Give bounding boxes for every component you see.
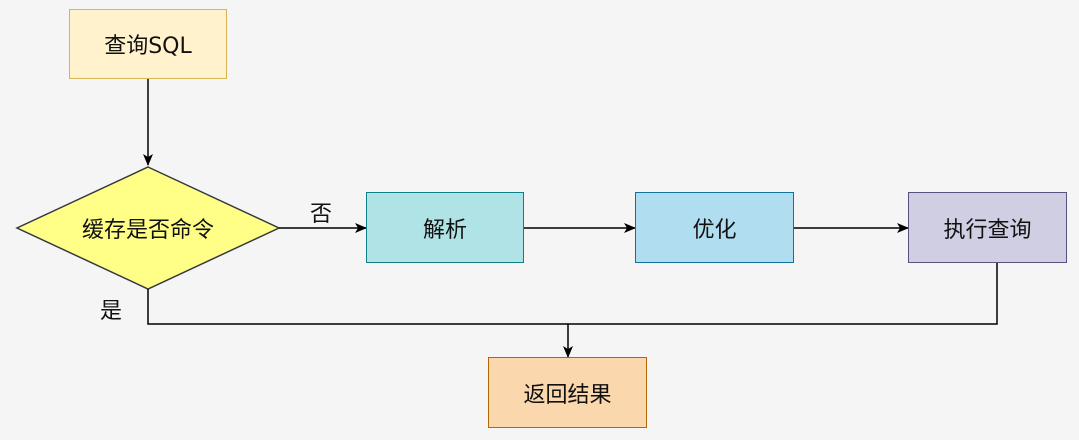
edge-label-no: 否 [310,202,333,227]
node-cache-check-label: 缓存是否命令 [81,218,214,243]
node-execute: 执行查询 [908,192,1067,263]
node-query-sql: 查询SQL [69,9,227,79]
node-optimize: 优化 [635,192,794,263]
edge-execute-to-result [563,263,998,358]
edge-cache-to-result [147,289,568,325]
node-return-result: 返回结果 [488,357,647,428]
edge-label-yes: 是 [100,299,123,324]
node-parse: 解析 [366,192,524,263]
